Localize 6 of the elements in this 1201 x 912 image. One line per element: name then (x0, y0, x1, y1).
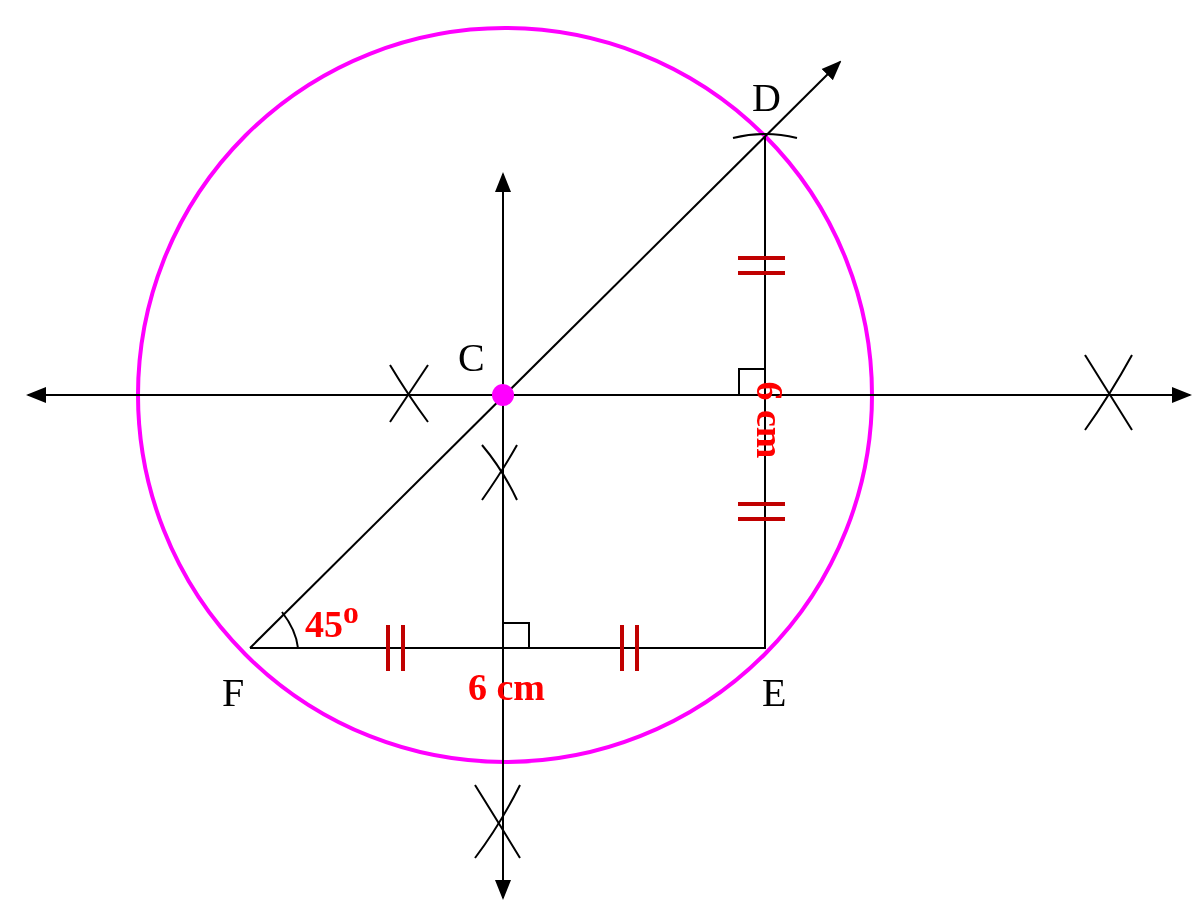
point-label: E (762, 673, 787, 713)
point-label: F (222, 673, 245, 713)
measurement-label: 6 cm (751, 381, 789, 459)
point-label: C (458, 338, 485, 378)
angle-label: 45$^{o}$ (305, 597, 359, 643)
point-label: D (752, 78, 781, 118)
